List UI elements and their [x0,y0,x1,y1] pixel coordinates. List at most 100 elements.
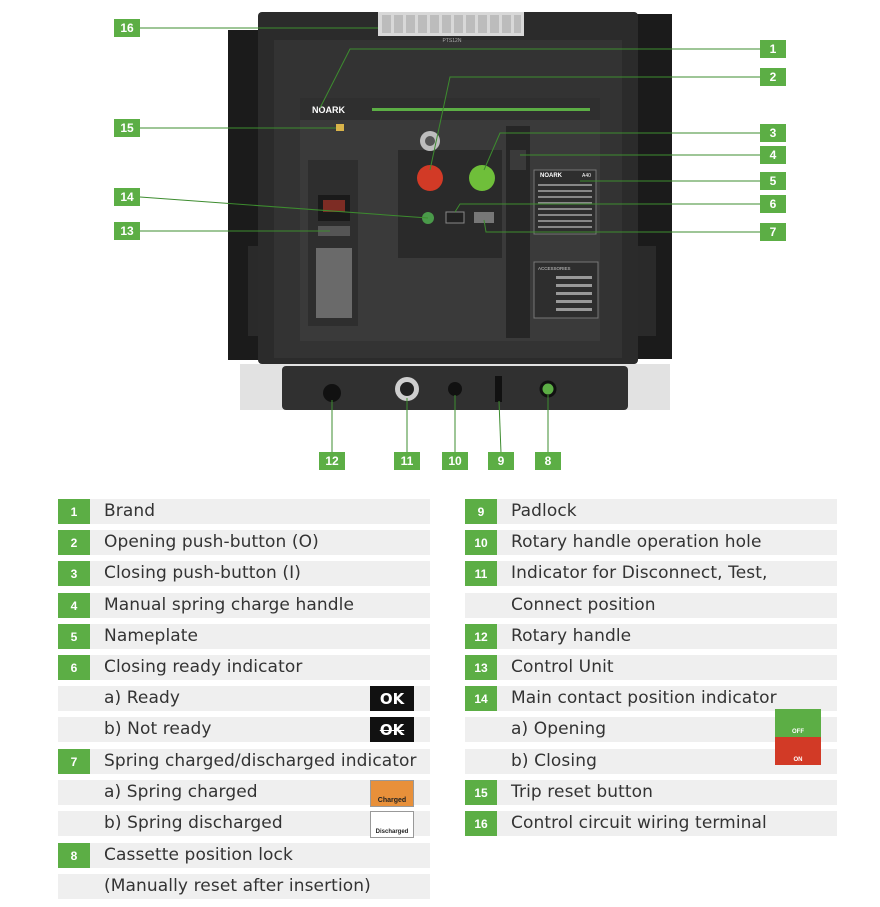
spring-discharged-icon: Discharged [370,811,414,838]
legend-item-8-note: (Manually reset after insertion) [58,874,430,899]
legend-number: 11 [465,561,497,586]
legend-text: Control circuit wiring terminal [511,813,767,833]
callout-1: 1 [760,40,786,58]
callout-12: 12 [319,452,345,470]
legend-text: Manual spring charge handle [104,595,355,615]
spring-charged-icon: Charged [370,780,414,807]
legend-number: 3 [58,561,90,586]
callout-16: 16 [114,19,140,37]
nameplate-brand: NOARK [540,173,563,179]
legend-number: 4 [58,593,90,618]
legend-text: b) Spring discharged [104,813,283,833]
legend-text: Closing ready indicator [104,657,303,677]
legend-text: Closing push-button (I) [104,563,301,583]
legend-number: 8 [58,843,90,868]
legend-number: 5 [58,624,90,649]
nameplate-model: A40 [582,173,591,179]
legend-item-14: 14 Main contact position indicator [465,686,837,711]
legend-text: Connect position [511,595,656,615]
callout-8: 8 [535,452,561,470]
callout-6: 6 [760,195,786,213]
legend-item-7a: a) Spring charged [58,780,430,805]
legend-number: 10 [465,530,497,555]
legend-text: Trip reset button [511,782,654,802]
legend-item-4: 4 Manual spring charge handle [58,593,430,618]
legend-item-7b: b) Spring discharged [58,811,430,836]
legend-text: Opening push-button (O) [104,532,319,552]
legend-number: 13 [465,655,497,680]
legend-text: Brand [104,501,156,521]
rotary-handle[interactable] [323,384,341,402]
closing-push-button[interactable] [469,165,495,191]
legend-item-7: 7 Spring charged/discharged indicator [58,749,430,774]
callout-14: 14 [114,188,140,206]
legend-number: 15 [465,780,497,805]
callout-2: 2 [760,68,786,86]
legend-item-16: 16 Control circuit wiring terminal [465,811,837,836]
legend-item-15: 15 Trip reset button [465,780,837,805]
legend-number: 14 [465,686,497,711]
legend-text: b) Closing [511,751,597,771]
legend-text: (Manually reset after insertion) [104,876,371,896]
breaker-illustration: PTS12N NOARK NOARK A40 [114,12,786,470]
legend-text: Nameplate [104,626,199,646]
accessories-label: ACCESSORIES [538,266,571,271]
legend-item-8: 8 Cassette position lock [58,843,430,868]
legend-text: Spring charged/discharged indicator [104,751,417,771]
terminal-label: PTS12N [443,38,462,44]
on-indicator-icon: ON [775,737,821,765]
callout-15: 15 [114,119,140,137]
legend-text: Cassette position lock [104,845,293,865]
callout-4: 4 [760,146,786,164]
legend-text: a) Opening [511,719,607,739]
legend-text: a) Spring charged [104,782,258,802]
legend-item-6b: b) Not ready [58,717,430,742]
rotary-handle-hole[interactable] [448,382,462,396]
brand-logo: NOARK [312,105,345,115]
callout-3: 3 [760,124,786,142]
legend-text: Indicator for Disconnect, Test, [511,563,768,583]
callout-11: 11 [394,452,420,470]
closing-ready-indicator [445,211,465,224]
ready-ok-icon: OK [370,686,414,711]
legend-item-9: 9 Padlock [465,499,837,524]
cassette-lock[interactable] [539,380,557,398]
callout-9: 9 [488,452,514,470]
legend-number: 12 [465,624,497,649]
legend-number: 7 [58,749,90,774]
legend-number: 1 [58,499,90,524]
callout-10: 10 [442,452,468,470]
legend-text: Rotary handle operation hole [511,532,762,552]
legend-text: Control Unit [511,657,614,677]
off-indicator-icon: OFF [775,709,821,737]
spring-charged-indicator [474,212,494,223]
breaker-drawing: PTS12N NOARK NOARK A40 [139,12,770,454]
legend-number: 9 [465,499,497,524]
trip-reset-button[interactable] [336,124,344,131]
legend-item-6a: a) Ready [58,686,430,711]
legend-number: 2 [58,530,90,555]
legend-item-12: 12 Rotary handle [465,624,837,649]
legend-item-5: 5 Nameplate [58,624,430,649]
legend-item-11-cont: Connect position [465,593,837,618]
padlock-slot[interactable] [495,376,502,402]
legend-text: Main contact position indicator [511,688,777,708]
legend-number: 6 [58,655,90,680]
legend-item-13: 13 Control Unit [465,655,837,680]
callout-13: 13 [114,222,140,240]
callout-5: 5 [760,172,786,190]
legend-text: a) Ready [104,688,181,708]
legend-item-3: 3 Closing push-button (I) [58,561,430,586]
callout-7: 7 [760,223,786,241]
legend-item-6: 6 Closing ready indicator [58,655,430,680]
legend-item-10: 10 Rotary handle operation hole [465,530,837,555]
legend-text: Rotary handle [511,626,632,646]
legend-text: Padlock [511,501,577,521]
legend-text: b) Not ready [104,719,212,739]
opening-push-button[interactable] [417,165,443,191]
legend-item-2: 2 Opening push-button (O) [58,530,430,555]
legend-item-1: 1 Brand [58,499,430,524]
legend-item-11: 11 Indicator for Disconnect, Test, [465,561,837,586]
legend-number: 16 [465,811,497,836]
not-ready-ok-icon: OK [370,717,414,742]
